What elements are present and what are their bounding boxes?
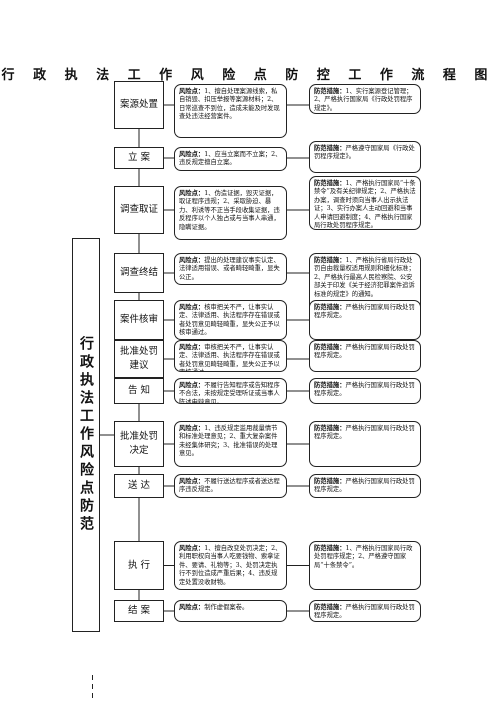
flow-step-label: 执 行 <box>127 559 151 571</box>
prevention-measure-text: 1、实行案源登记管理；2、严格执行国家局《行政处罚程序规定》。 <box>314 88 413 112</box>
risk-point-label: 风险点： <box>179 88 205 95</box>
flow-step-label: 批准处罚建议 <box>119 346 158 371</box>
risk-point-label: 风险点： <box>179 478 205 485</box>
prevention-measure-label: 防范措施： <box>314 180 346 187</box>
prevention-measure-label: 防范措施： <box>314 425 346 432</box>
flow-step-box: 立 案 <box>114 147 164 169</box>
cut-mark-2 <box>92 684 93 689</box>
prevention-measure-text: 严格执行国家局行政处罚程序规定。 <box>314 304 415 320</box>
cut-mark-3 <box>92 693 93 698</box>
risk-point-box: 风险点：核审把关不严，让事实认定、法律适用、执法程序存在错误或者处罚意见畸轻畸重… <box>174 300 287 340</box>
prevention-measure-text: 严格执行国家局行政处罚程序规定。 <box>314 382 415 398</box>
prevention-measure-text: 严格遵守国家局《行政处罚程序规定》。 <box>314 145 415 161</box>
prevention-measure-box: 防范措施：1、严格执行国家局行政处罚程序规定；2、严格遵守国家局“十条禁令”。 <box>309 541 421 590</box>
flow-step-box: 告 知 <box>114 378 164 404</box>
flow-step-label: 结 案 <box>127 605 151 616</box>
risk-point-text: 1、擅自处理案源线索，私自销毁、扣压举报等案源材料；2、日常巡查不到位，造成未能… <box>179 88 280 121</box>
risk-point-label: 风险点： <box>179 425 205 432</box>
risk-point-box: 风险点：审核把关不严，让事实认定、法律适用、执法程序存在错误或者处罚意见畸轻畸重… <box>174 340 287 372</box>
flow-step-box: 送 达 <box>114 474 164 498</box>
flow-step-box: 批准处罚决定 <box>114 421 164 467</box>
risk-point-box: 风险点：1、擅自处理案源线索，私自销毁、扣压举报等案源材料；2、日常巡查不到位，… <box>174 84 287 138</box>
prevention-measure-text: 1、严格执行国家局行政处罚程序规定；2、严格遵守国家局“十条禁令”。 <box>314 545 413 569</box>
risk-point-text: 不履行送达程序或者送达程序违反规定。 <box>179 478 280 494</box>
prevention-measure-box: 防范措施：1、严格执行国家局“十条禁令”及有关纪律规定；2、严格执法办案，调查时… <box>309 176 421 230</box>
cut-mark-1 <box>92 675 93 680</box>
prevention-measure-label: 防范措施： <box>314 478 346 485</box>
risk-point-label: 风险点： <box>179 257 205 264</box>
prevention-measure-label: 防范措施： <box>314 145 346 152</box>
risk-point-text: 1、擅自改变处罚决定；2、利用职权向当事人吃要钱物、索拿证件、要请、礼物等；3、… <box>179 545 282 586</box>
flow-step-label: 案件核审 <box>119 314 158 325</box>
flow-step-box: 结 案 <box>114 600 164 622</box>
prevention-measure-box: 防范措施：严格执行国家局行政处罚程序规定。 <box>309 600 421 622</box>
prevention-measure-label: 防范措施： <box>314 545 346 552</box>
flow-step-box: 调查取证 <box>114 186 164 234</box>
flow-step-label: 送 达 <box>127 480 151 491</box>
risk-point-label: 风险点： <box>179 382 205 389</box>
risk-point-label: 风险点： <box>179 190 205 197</box>
risk-point-text: 1、伪造证据，毁灭证据，取证程序违规；2、采取胁迫、暴力、利诱等不正当手段收集证… <box>179 190 280 231</box>
flow-step-label: 案源处置 <box>119 99 158 110</box>
risk-point-label: 风险点： <box>179 151 205 158</box>
risk-point-box: 风险点：提出的处理建议事实认定、法律适用错误、或者畸轻畸重，显失公正。 <box>174 253 287 285</box>
page-title: 行 政 执 法 工 作 风 险 点 防 控 工 作 流 程 图 <box>1 68 495 83</box>
risk-point-label: 风险点： <box>179 344 205 351</box>
risk-point-box: 风险点：不履行告知程序或告知程序不合法，未按规定受理听证或当事人陈述申辩意见。 <box>174 378 287 404</box>
prevention-measure-text: 1、严格执行国家局“十条禁令”及有关纪律规定；2、严格执法办案，调查时须向当事人… <box>314 180 416 230</box>
risk-point-text: 1、违反规定滥用裁量情节和标准处理意见；2、重大复杂案件未经集体研究；3、批准错… <box>179 425 278 458</box>
prevention-measure-text: 严格执行国家局行政处罚程序规定。 <box>314 344 415 360</box>
prevention-measure-box: 防范措施：严格执行国家局行政处罚程序规定。 <box>309 421 421 467</box>
prevention-measure-box: 防范措施：严格执行国家局行政处罚程序规定。 <box>309 378 421 404</box>
risk-point-label: 风险点： <box>179 604 205 611</box>
flow-step-label: 调查终结 <box>119 267 158 278</box>
prevention-measure-label: 防范措施： <box>314 382 346 389</box>
flow-step-box: 执 行 <box>114 541 164 590</box>
risk-point-box: 风险点：1、伪造证据，毁灭证据，取证程序违规；2、采取胁迫、暴力、利诱等不正当手… <box>174 186 287 240</box>
risk-point-text: 1、应当立案而不立案；2、违反规定擅自立案。 <box>179 151 282 167</box>
flow-step-label: 立 案 <box>127 152 151 163</box>
flow-step-box: 案件核审 <box>114 300 164 340</box>
risk-point-text: 核审把关不严，让事实认定、法律适用、执法程序存在错误或者处罚意见畸轻畸重，显失公… <box>179 304 280 337</box>
risk-point-box: 风险点：1、擅自改变处罚决定；2、利用职权向当事人吃要钱物、索拿证件、要请、礼物… <box>174 541 287 590</box>
prevention-measure-label: 防范措施： <box>314 304 346 311</box>
risk-point-label: 风险点： <box>179 545 205 552</box>
prevention-measure-text: 严格执行国家局行政处罚程序规定。 <box>314 478 415 494</box>
risk-point-text: 审核把关不严，让事实认定、法律适用、执法程序存在错误或者处罚意见畸轻畸重，显失公… <box>179 344 280 371</box>
risk-point-label: 风险点： <box>179 304 205 311</box>
flow-step-box: 调查终结 <box>114 253 164 293</box>
left-label-box: 行政执法工作风险点防范 <box>72 238 100 632</box>
flow-step-box: 批准处罚建议 <box>114 340 164 378</box>
risk-point-text: 不履行告知程序或告知程序不合法，未按规定受理听证或当事人陈述申辩意见。 <box>179 382 280 404</box>
prevention-measure-label: 防范措施： <box>314 604 346 611</box>
risk-point-text: 提出的处理建议事实认定、法律适用错误、或者畸轻畸重，显失公正。 <box>179 257 280 281</box>
risk-point-box: 风险点：制作虚假案卷。 <box>174 600 287 622</box>
prevention-measure-text: 严格执行国家局行政处罚程序规定。 <box>314 425 415 441</box>
prevention-measure-label: 防范措施： <box>314 344 346 351</box>
risk-point-text: 制作虚假案卷。 <box>204 604 249 611</box>
left-label-text: 行政执法工作风险点防范 <box>78 336 94 534</box>
risk-point-box: 风险点：1、应当立案而不立案；2、违反规定擅自立案。 <box>174 147 287 171</box>
prevention-measure-box: 防范措施：严格执行国家局行政处罚程序规定。 <box>309 300 421 340</box>
flow-step-label: 调查取证 <box>119 204 158 215</box>
prevention-measure-text: 1、严格执行省局行政处罚自由裁量权适用规则和细化标准；2、严格执行最高人民检察院… <box>314 257 415 298</box>
flow-step-label: 告 知 <box>127 385 151 396</box>
prevention-measure-box: 防范措施：严格执行国家局行政处罚程序规定。 <box>309 340 421 372</box>
prevention-measure-box: 防范措施：严格执行国家局行政处罚程序规定。 <box>309 474 421 498</box>
prevention-measure-label: 防范措施： <box>314 257 346 264</box>
risk-point-box: 风险点：不履行送达程序或者送达程序违反规定。 <box>174 474 287 498</box>
prevention-measure-box: 防范措施：严格遵守国家局《行政处罚程序规定》。 <box>309 141 421 173</box>
flow-step-box: 案源处置 <box>114 81 164 129</box>
prevention-measure-box: 防范措施：1、实行案源登记管理；2、严格执行国家局《行政处罚程序规定》。 <box>309 84 421 114</box>
prevention-measure-text: 严格执行国家局行政处罚程序规定。 <box>314 604 415 620</box>
flow-step-label: 批准处罚决定 <box>119 431 158 456</box>
risk-point-box: 风险点：1、违反规定滥用裁量情节和标准处理意见；2、重大复杂案件未经集体研究；3… <box>174 421 287 467</box>
prevention-measure-label: 防范措施： <box>314 88 346 95</box>
